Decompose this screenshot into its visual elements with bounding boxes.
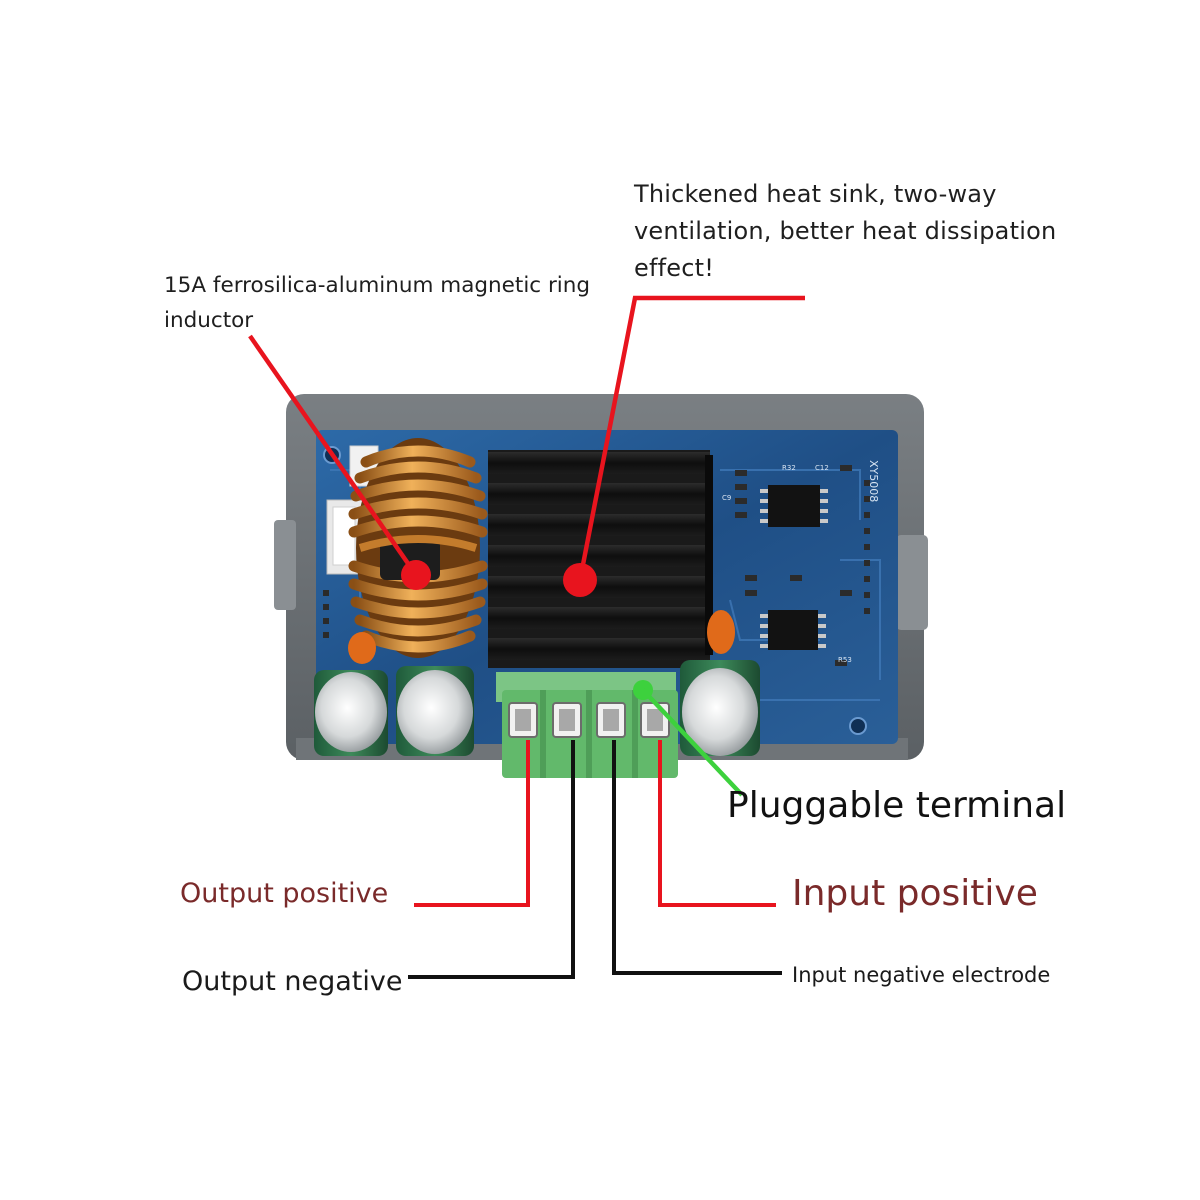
terminal-screw-slots: [508, 702, 670, 738]
output-positive-callout: Output positive: [180, 878, 389, 909]
toroid-inductor: [348, 438, 488, 658]
pluggable-terminal-callout: Pluggable terminal: [727, 785, 1067, 826]
model-marking: XY5008: [867, 460, 880, 502]
silkscreen-r32: R32: [782, 464, 796, 472]
silkscreen-r53: R53: [838, 656, 852, 664]
heat-sink-pointer: [563, 295, 805, 597]
silkscreen-c12: C12: [815, 464, 829, 472]
output-negative-callout: Output negative: [182, 966, 403, 997]
ic-chip-upper: [760, 485, 828, 527]
input-negative-wire: [612, 740, 782, 975]
output-negative-wire: [408, 740, 575, 979]
inductor-callout: 15A ferrosilica-aluminum magnetic ring i…: [164, 273, 591, 333]
ceramic-capacitors: [348, 610, 735, 664]
silkscreen-c9: C9: [722, 494, 731, 502]
output-positive-wire: [414, 740, 530, 907]
input-negative-callout: Input negative electrode: [792, 963, 1051, 987]
heat-sink-callout: Thickened heat sink, two-way ventilation…: [634, 180, 1057, 282]
inductor-pointer: [248, 334, 431, 590]
input-positive-callout: Input positive: [792, 873, 1038, 914]
terminal-pointer: [633, 680, 744, 797]
input-positive-wire: [658, 740, 776, 907]
ic-chip-lower: [760, 610, 826, 650]
electrolytic-capacitors: [314, 660, 760, 756]
